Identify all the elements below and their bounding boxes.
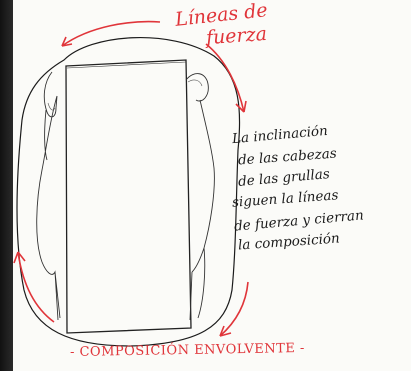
right-crane-outline xyxy=(185,73,215,321)
left-crane-outline xyxy=(36,71,61,321)
force-line-bottom-right xyxy=(219,281,249,337)
force-line-top-left xyxy=(61,20,161,47)
force-line-bottom-left xyxy=(17,251,55,323)
arrow-head-bottom-right xyxy=(219,325,232,337)
arrow-head-top-right xyxy=(235,100,247,113)
central-panel xyxy=(65,59,192,334)
dark-frame-edge xyxy=(0,0,13,371)
envelope-ellipse xyxy=(16,37,241,347)
force-line-top-right xyxy=(205,43,245,113)
arrow-head-top-left xyxy=(61,36,73,47)
title-fuerza: fuerza xyxy=(205,22,268,50)
arrow-head-bottom-left xyxy=(13,251,26,264)
sketch-paper xyxy=(13,0,411,371)
caption-composicion-envolvente: - COMPOSICIÓN ENVOLVENTE - xyxy=(69,340,305,361)
